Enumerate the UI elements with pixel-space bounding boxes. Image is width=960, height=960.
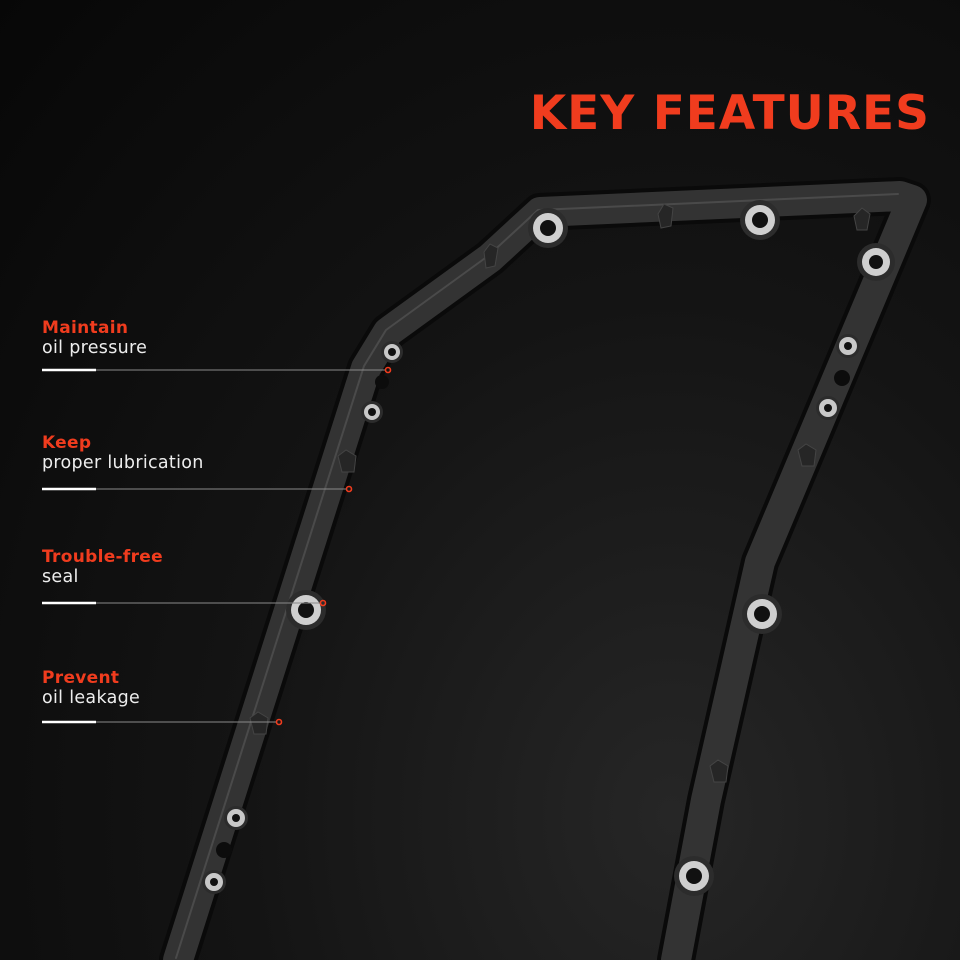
feature-text: proper lubrication	[42, 453, 204, 473]
feature-text: oil pressure	[42, 338, 148, 358]
feature-maintain-oil-pressure: Maintain oil pressure	[42, 318, 442, 359]
feature-heading: Trouble-free	[42, 547, 163, 567]
feature-prevent-oil-leakage: Prevent oil leakage	[42, 668, 442, 709]
feature-heading: Maintain	[42, 318, 129, 338]
feature-keep-proper-lubrication: Keep proper lubrication	[42, 433, 442, 474]
feature-text: oil leakage	[42, 688, 141, 708]
feature-heading: Keep	[42, 433, 92, 453]
feature-text: seal	[42, 567, 79, 587]
page-title: KEY FEATURES	[529, 86, 930, 141]
feature-heading: Prevent	[42, 668, 120, 688]
feature-trouble-free-seal: Trouble-free seal	[42, 547, 442, 588]
